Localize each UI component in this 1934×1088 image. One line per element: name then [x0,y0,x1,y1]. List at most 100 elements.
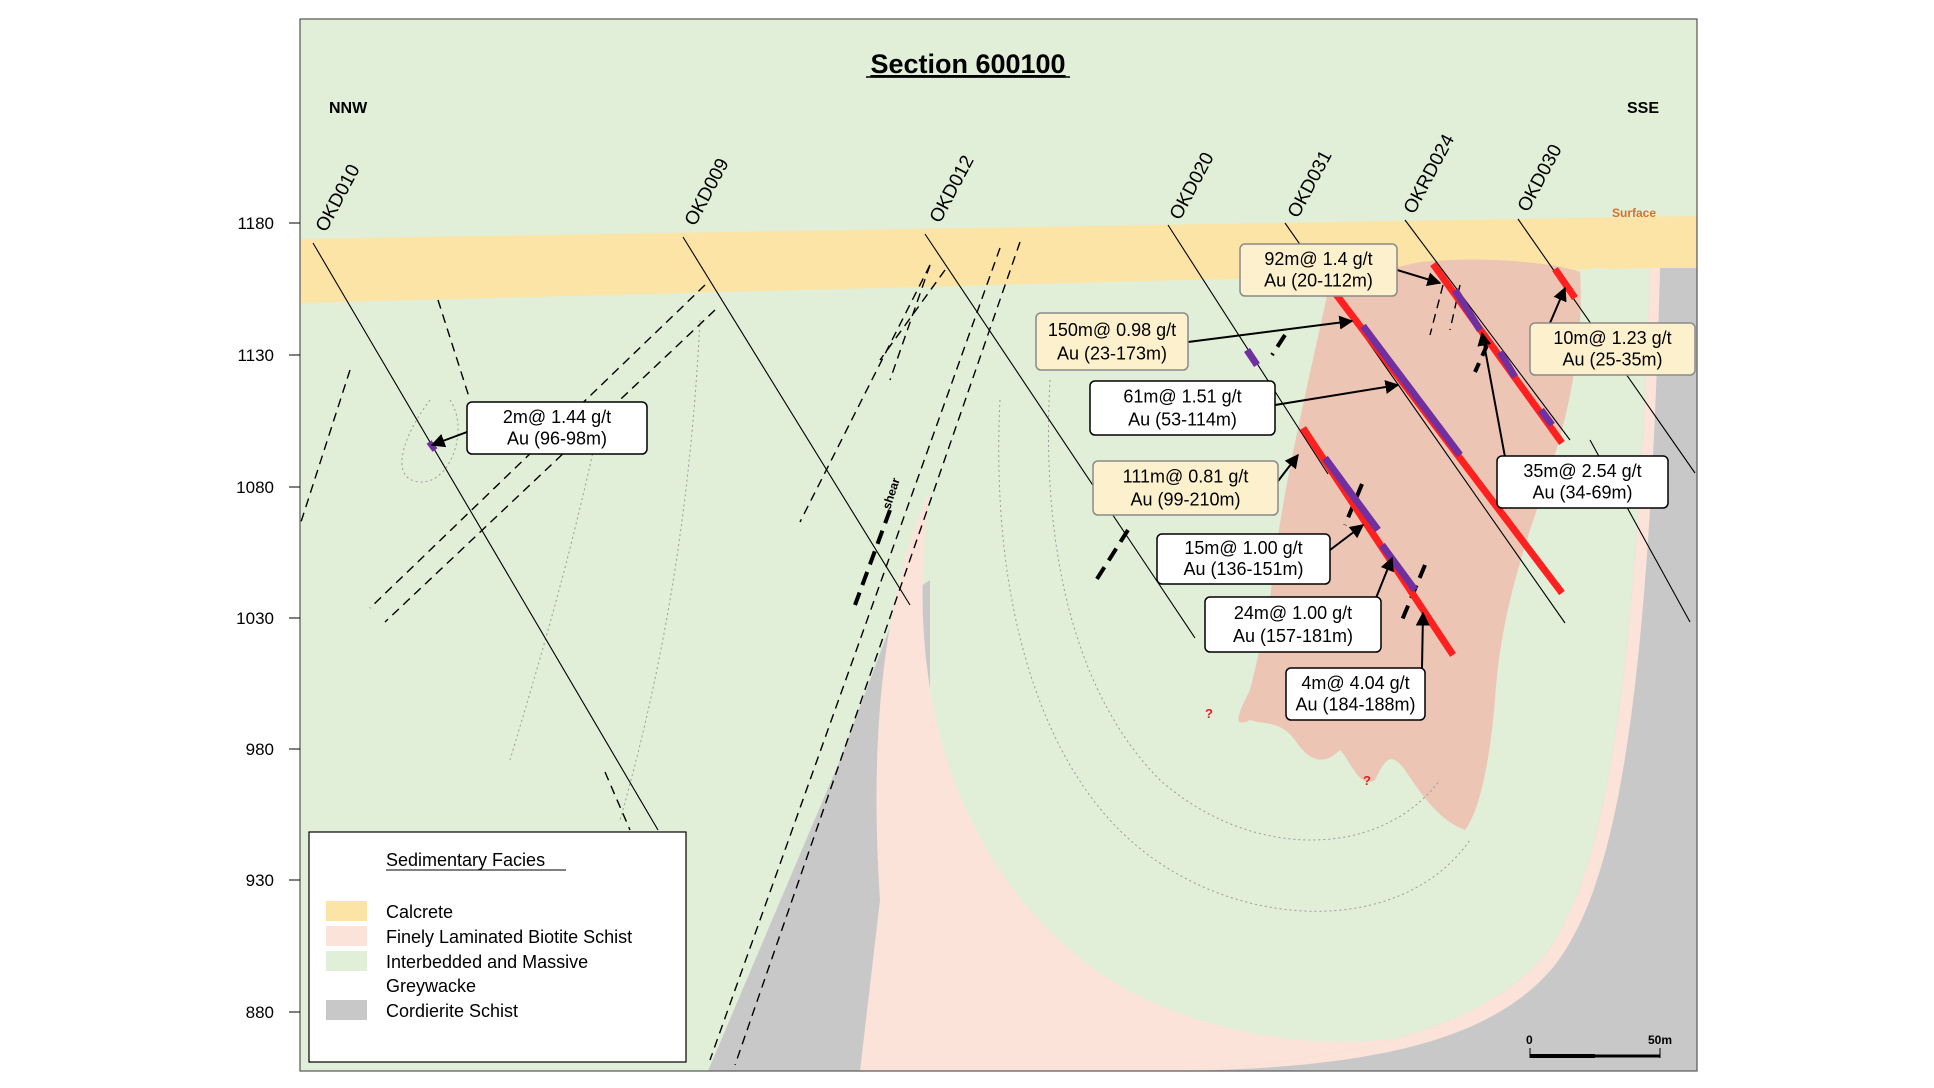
scale-bar-end: 50m [1648,1033,1672,1047]
intercept-label-interval: Au (25-35m) [1562,350,1662,370]
intercept-label-box [1092,460,1279,516]
high-grade-interval [1538,407,1555,428]
fault [1429,284,1444,336]
intercept-label-box [1035,312,1189,371]
intercept-arrow [1329,524,1365,551]
fault [889,264,931,381]
high-grade-interval [1244,348,1260,367]
intercept-label-grade: 10m@ 1.23 g/t [1553,328,1671,348]
direction-left: NNW [329,100,368,117]
elevation-tick-label: 880 [246,1003,274,1022]
high-grade-interval [1496,350,1519,379]
legend-swatch-cordierite [326,1000,367,1020]
direction-right: SSE [1627,100,1659,117]
unknown-marker: ? [1363,773,1371,788]
intercept-label-box [1496,455,1669,509]
intercept-arrow [430,431,468,448]
legend-label-calcrete: Calcrete [386,902,453,922]
intercept-label-grade: 24m@ 1.00 g/t [1234,603,1352,623]
calcrete-unit [300,216,1697,303]
intercept-label-grade: 150m@ 0.98 g/t [1048,320,1176,340]
fault [1473,342,1490,373]
fold-trace-4 [509,419,601,761]
elevation-tick-label: 930 [246,871,274,890]
fold-trace-3 [619,319,701,821]
intercept-arrow [1477,331,1506,458]
intercept-label-interval: Au (53-114m) [1128,409,1237,429]
drillhole-trace-okrd024 [1404,219,1571,441]
legend-label-cordierite: Cordierite Schist [386,1001,518,1021]
intercept-label-interval: Au (157-181m) [1233,626,1353,646]
scale-bar-segment [1530,1054,1595,1058]
elevation-tick-label: 980 [246,740,274,759]
drillhole-trace-okd010 [312,242,659,831]
legend-swatch-biotite [326,926,367,946]
intercept-label-box [466,401,648,455]
intercept-label-interval: Au (96-98m) [507,429,607,449]
section-title: Section 600100 [870,49,1065,79]
surface-label: Surface [1612,206,1656,220]
intercept-label-grade: 35m@ 2.54 g/t [1523,461,1641,481]
fold-trace-1 [998,399,1471,912]
elevation-tick-label: 1030 [236,609,274,628]
mineralised-interval [1552,267,1578,300]
fold-trace-5 [401,399,459,483]
intercept-label-box [1239,243,1398,297]
high-grade-interval [1452,288,1483,332]
fault [604,771,631,831]
intercept-labels: 2m@ 1.44 g/tAu (96-98m)150m@ 0.98 g/tAu … [466,243,1696,721]
fault [1093,528,1130,584]
legend: Sedimentary Facies Calcrete Finely Lamin… [308,831,687,1063]
scale-bar: 0 50m [1526,1033,1672,1058]
fault [1270,333,1287,357]
intercept-arrow [1415,611,1430,669]
intercept-label-interval: Au (34-69m) [1532,483,1632,503]
legend-label-biotite: Finely Laminated Biotite Schist [386,927,632,947]
fault [299,369,351,526]
fault [709,247,1001,1061]
intercept-arrow [1549,286,1567,324]
elevation-tick-label: 1180 [237,214,274,233]
intercept-label-interval: Au (184-188m) [1295,695,1415,715]
fault [384,309,716,623]
legend-title: Sedimentary Facies [386,850,545,870]
intercept-arrow [1274,380,1400,406]
scale-bar-start: 0 [1526,1033,1533,1047]
fault [853,509,892,606]
unknown-marker: ? [1205,706,1213,721]
legend-swatch-greywacke [326,951,367,971]
high-grade-interval [1322,455,1381,533]
fold-trace-2 [1047,379,1441,841]
legend-label-greywacke: Interbedded and Massive [386,952,588,972]
section-frame [299,18,1698,1072]
fault [437,299,471,401]
intercept-label-interval: Au (136-151m) [1183,559,1303,579]
fault [734,241,1021,1066]
intercept-label-grade: 4m@ 4.04 g/t [1301,673,1409,693]
intercept-label-grade: 15m@ 1.00 g/t [1184,538,1302,558]
drillhole-traces [312,218,1696,831]
intercept-label-box [1285,667,1426,721]
intercept-label-interval: Au (23-173m) [1057,344,1167,364]
high-grade-interval [1360,323,1463,458]
legend-label-greywacke-2: Greywacke [386,976,476,996]
intercept-arrow [1187,315,1354,343]
fault [879,269,946,361]
intercept-label-grade: 92m@ 1.4 g/t [1264,249,1372,269]
drillhole-trace-okd009 [682,236,911,606]
intercept-label-box [1204,596,1382,653]
legend-swatch-calcrete [326,901,367,921]
fault [799,264,931,523]
intercept-label-box [1529,322,1696,376]
intercept-label-interval: Au (20-112m) [1264,271,1373,291]
intercept-label-box [1089,380,1276,436]
high-grade-interval [1379,542,1418,593]
intercept-label-interval: Au (99-210m) [1130,489,1240,509]
intercept-label-grade: 111m@ 0.81 g/t [1123,467,1249,487]
elevation-tick-label: 1130 [237,346,274,365]
intercept-label-grade: 61m@ 1.51 g/t [1123,387,1241,407]
intercept-arrow [1274,453,1299,486]
drillhole-trace-okd012 [924,233,1196,639]
